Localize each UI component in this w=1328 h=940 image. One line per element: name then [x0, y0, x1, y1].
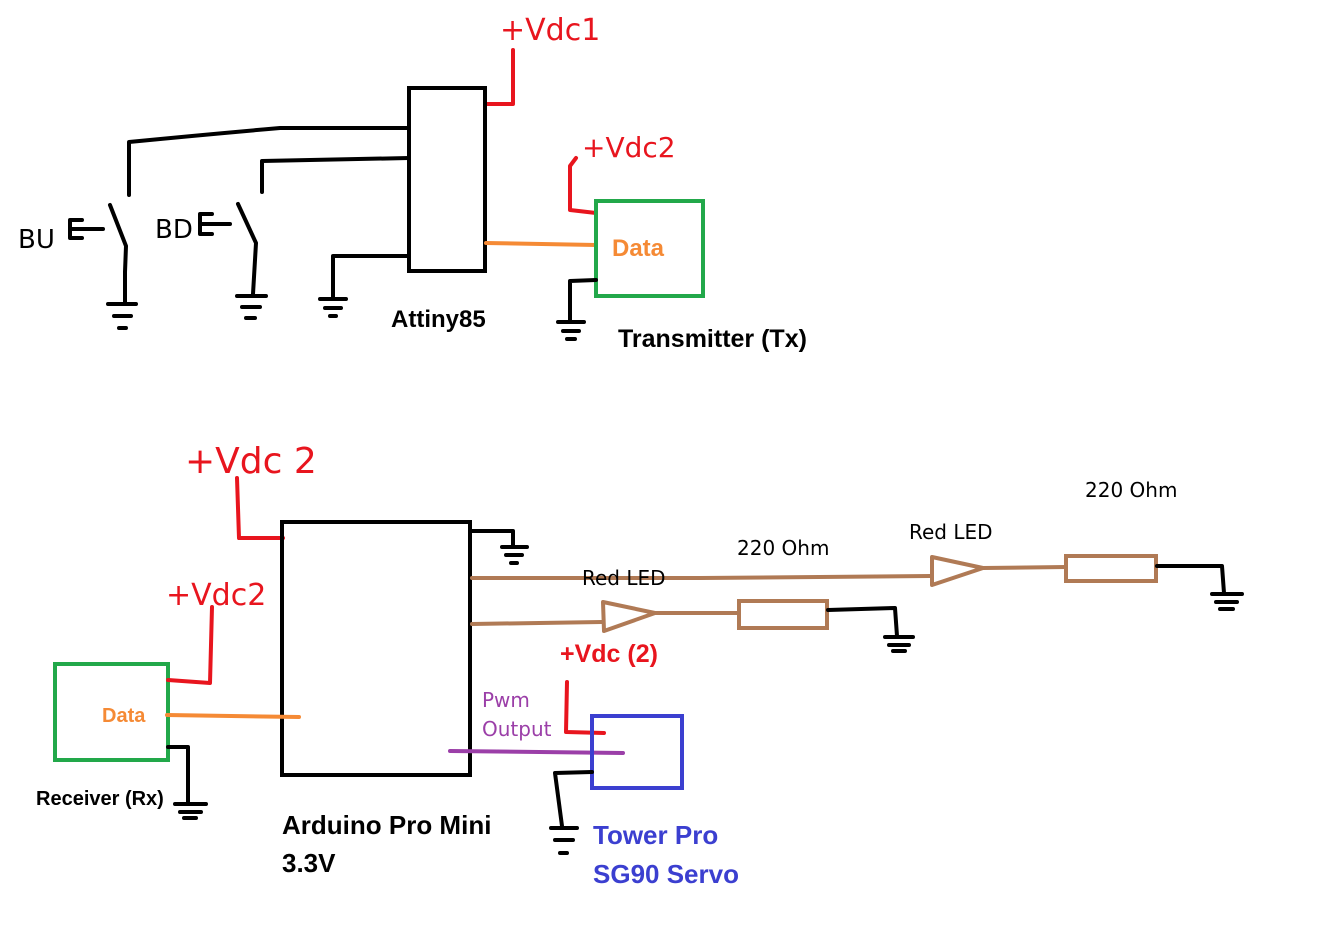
rx-data-wire — [165, 713, 301, 719]
ground-icon — [1210, 592, 1244, 611]
vdc2-tx-label: +Vdc2 — [582, 131, 676, 164]
vdc2-arduino-supply: +Vdc 2 — [185, 441, 317, 540]
vdc2-arduino-label: +Vdc 2 — [185, 441, 317, 482]
vdc2-tx-supply: +Vdc2 — [568, 131, 676, 215]
led2-label: Red LED — [909, 520, 993, 544]
ground-icon — [883, 635, 915, 653]
bu-wire — [127, 126, 411, 197]
resistor1-label: 220 Ohm — [737, 536, 829, 560]
resistor2-ground-wire — [1155, 564, 1226, 595]
tx-data-wire — [484, 241, 598, 247]
attiny85-chip — [407, 86, 487, 273]
ground-icon — [235, 294, 268, 320]
vdc2-rx-supply: +Vdc2 — [166, 578, 266, 685]
bd-wire — [260, 156, 411, 194]
transmitter-label: Transmitter (Tx) — [618, 325, 807, 353]
ground-icon — [556, 320, 586, 341]
button-down-label: BD — [155, 215, 193, 245]
servo-vdc-wire — [564, 680, 606, 735]
ground-icon — [318, 297, 348, 318]
button-down: BD — [155, 202, 258, 296]
resistor1-ground-wire — [826, 606, 899, 638]
led1-branch-wire — [470, 620, 604, 626]
ground-icon — [173, 802, 208, 820]
led2-branch-wire — [470, 574, 932, 580]
servo-ground-wire — [553, 770, 594, 828]
pwm-label-line1: Pwm — [482, 688, 530, 712]
arduino-pro-mini-board — [280, 520, 472, 777]
servo-vdc-label: +Vdc (2) — [560, 640, 658, 668]
resistor-220-ohm-2 — [1064, 554, 1158, 583]
tx-data-label: Data — [612, 235, 665, 262]
vdc1-supply: +Vdc1 — [484, 13, 600, 106]
led1-label: Red LED — [582, 566, 666, 590]
button-up-label: BU — [18, 225, 55, 255]
ground-icon — [500, 545, 529, 565]
vdc1-label: +Vdc1 — [500, 13, 600, 48]
red-led-2 — [930, 555, 985, 587]
transmitter-module — [594, 199, 705, 298]
servo-label-line2: SG90 Servo — [593, 859, 739, 889]
tx-ground-wire — [568, 278, 598, 322]
rx-data-label: Data — [102, 705, 146, 727]
receiver-module — [53, 662, 170, 762]
button-up: BU — [18, 203, 128, 305]
servo-label-line1: Tower Pro — [593, 820, 718, 850]
attiny85-label: Attiny85 — [391, 306, 486, 333]
resistor-220-ohm-1 — [737, 599, 829, 630]
pwm-output-wire — [448, 749, 625, 755]
rx-ground-wire — [166, 745, 190, 805]
vdc2-rx-label: +Vdc2 — [166, 578, 266, 613]
attiny-ground-wire — [331, 254, 411, 300]
tower-pro-sg90-servo — [590, 714, 684, 790]
red-led-1 — [601, 600, 657, 633]
arduino-label-line2: 3.3V — [282, 848, 336, 878]
arduino-ground-wire — [470, 529, 515, 547]
ground-icon — [106, 302, 138, 330]
led2-resistor-wire — [981, 565, 1068, 570]
ground-icon — [549, 826, 579, 855]
resistor2-label: 220 Ohm — [1085, 478, 1177, 502]
arduino-label-line1: Arduino Pro Mini — [282, 810, 491, 840]
pwm-label-line2: Output — [482, 717, 552, 741]
receiver-label: Receiver (Rx) — [36, 788, 164, 810]
